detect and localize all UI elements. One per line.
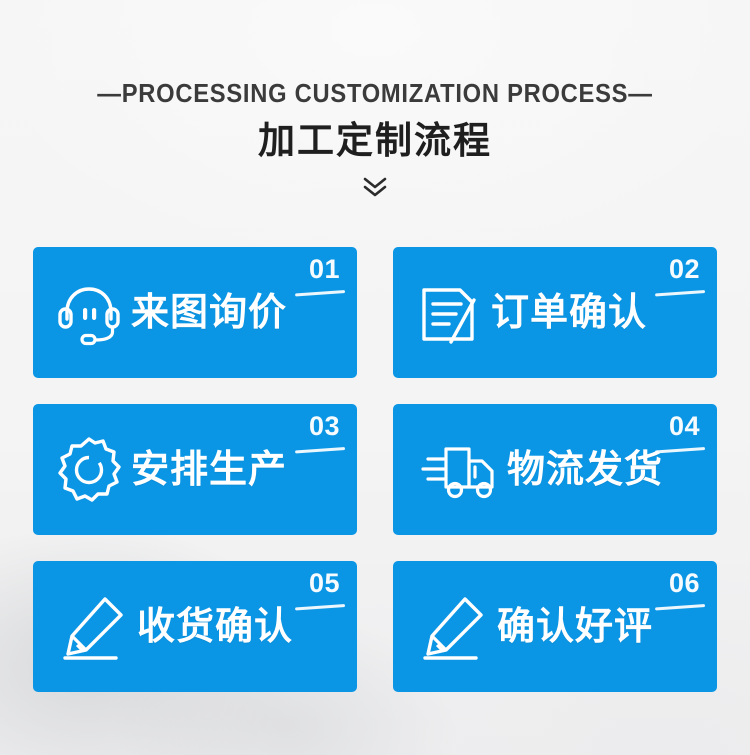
double-chevron-down-icon [360,175,390,199]
step-number-underline [655,604,706,611]
scroll-down-indicator [0,174,750,200]
step-number-underline [655,290,706,297]
process-step-card-02[interactable]: 订单确认 02 [393,247,717,378]
process-step-label: 安排生产 [131,448,288,491]
gear-icon [47,434,131,506]
delivery-truck-icon [415,437,507,503]
step-number-underline [295,290,346,297]
step-number-underline [295,604,346,611]
process-step-label: 物流发货 [507,448,664,491]
process-step-label: 来图询价 [131,291,288,334]
process-step-card-01[interactable]: 来图询价 01 [33,247,357,378]
process-step-card-06[interactable]: 确认好评 06 [393,561,717,692]
step-number-underline [295,447,346,454]
process-step-number: 05 [308,568,340,598]
process-step-number: 06 [668,568,700,598]
process-steps-grid: 来图询价 01 订单确认 02 [33,247,717,692]
process-step-card-03[interactable]: 安排生产 03 [33,404,357,535]
page-header: —PROCESSING CUSTOMIZATION PROCESS— 加工定制流… [0,0,750,200]
process-step-number: 04 [668,411,700,441]
page-title-chinese: 加工定制流程 [258,119,492,161]
process-step-card-04[interactable]: 物流发货 04 [393,404,717,535]
process-step-label: 订单确认 [491,291,648,334]
headset-icon [47,278,131,348]
page-title-english: —PROCESSING CUSTOMIZATION PROCESS— [97,80,653,108]
process-step-label: 确认好评 [497,605,654,648]
step-number-underline [655,447,706,454]
pencil-sign-icon [413,592,497,662]
process-step-card-05[interactable]: 收货确认 05 [33,561,357,692]
process-step-label: 收货确认 [137,605,294,648]
process-step-number: 02 [668,254,700,284]
document-edit-icon [407,278,491,348]
process-step-number: 01 [308,254,340,284]
pencil-sign-icon [53,592,137,662]
process-step-number: 03 [308,411,340,441]
